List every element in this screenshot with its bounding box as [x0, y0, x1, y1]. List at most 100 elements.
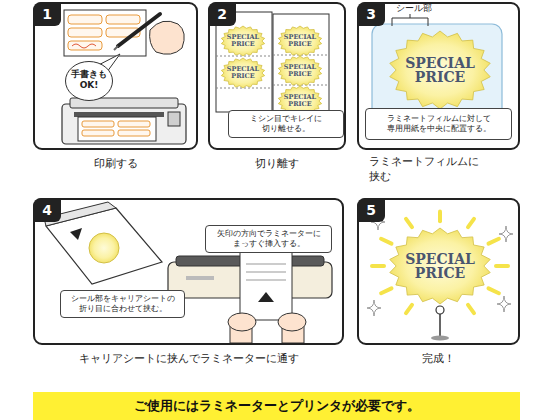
- note-box: 矢印の方向でラミネーターに まっすぐ挿入する。: [205, 225, 332, 253]
- speech-bubble: 手書きも OK!: [64, 58, 114, 102]
- step-panel: 完成！5SPECIAL PRICE: [357, 198, 520, 345]
- stand-base: [431, 336, 449, 341]
- note-text: ミシン目でキレイに 切り離せる。: [232, 114, 340, 135]
- sheet-label: [68, 41, 102, 50]
- step-number-text: 3: [366, 6, 376, 22]
- sheet-line: [246, 280, 286, 281]
- starburst-text: SPECIAL PRICE: [226, 66, 259, 79]
- leader-bracket: [392, 14, 428, 26]
- sheet-label: [68, 15, 102, 24]
- starburst-outline: [278, 26, 321, 56]
- printer-body: [62, 104, 186, 144]
- starburst-outline: [221, 58, 264, 88]
- part-label: シール部: [396, 3, 440, 14]
- price-starburst: SPECIAL PRICE: [388, 227, 492, 305]
- step-number: 4: [33, 198, 61, 222]
- price-starburst: SPECIAL PRICE: [277, 25, 323, 57]
- price-starburst: SPECIAL PRICE: [277, 55, 323, 87]
- glow-rays: [372, 212, 508, 314]
- starburst-text: SPECIAL PRICE: [283, 64, 316, 77]
- pen: [118, 14, 160, 46]
- hand: [150, 21, 185, 54]
- starburst-text: SPECIAL PRICE: [403, 56, 478, 85]
- notice-text: ご使用にはラミネーターとプリンタが必要です。: [134, 397, 420, 415]
- note-text: シール部をキャリアシートの 折り目に合わせて挟む。: [64, 294, 181, 315]
- glow-ray: [496, 264, 508, 268]
- sheet-label: [118, 121, 150, 127]
- sheet-label: [106, 15, 140, 24]
- sheet-line: [246, 264, 286, 265]
- sparkle: [499, 226, 513, 242]
- note-box: シール部をキャリアシートの 折り目に合わせて挟む。: [60, 290, 185, 318]
- step-panel: ラミネートフィルムに 挟む3SPECIAL PRICEラミネートフィルムに対して…: [357, 2, 520, 150]
- printed-sheet: [78, 117, 156, 141]
- sparkle: [367, 300, 381, 316]
- step-number: 3: [357, 2, 385, 26]
- glow-ray: [489, 288, 499, 293]
- starburst-text: SPECIAL PRICE: [226, 34, 259, 47]
- step-caption: ラミネートフィルムに 挟む: [369, 155, 489, 185]
- starburst-outline: [221, 26, 264, 56]
- laminate-film: [372, 24, 502, 120]
- sheet-label: [82, 121, 114, 127]
- step-panel: キャリアシートに挟んでラミネーターに通す4矢印の方向でラミネーターに まっすぐ挿…: [33, 198, 344, 345]
- step-caption: 印刷する: [35, 157, 196, 172]
- glow-ray: [468, 219, 474, 227]
- starburst-outline: [390, 228, 490, 304]
- step-panel: 切り離す2SPECIAL PRICESPECIAL PRICESPECIAL P…: [208, 2, 346, 150]
- printer-slot: [74, 112, 164, 117]
- price-starburst: SPECIAL PRICE: [220, 57, 266, 89]
- step-panel: 印刷する1手書きも OK!: [33, 2, 198, 150]
- hand: [228, 313, 256, 331]
- starburst-outline: [278, 56, 321, 86]
- glow-ray: [381, 239, 391, 244]
- printer-control: [168, 112, 180, 126]
- step-caption: 切り離す: [210, 157, 344, 172]
- glow-ray: [489, 239, 499, 244]
- note-box: ラミネートフィルムに対して 専用用紙を中央に配置する。: [365, 108, 512, 140]
- step-number-text: 1: [42, 6, 52, 22]
- price-starburst: SPECIAL PRICE: [220, 25, 266, 57]
- handwriting: [72, 44, 96, 48]
- starburst-outline: [390, 31, 490, 109]
- sheet-label: [82, 130, 114, 136]
- step-number: 1: [33, 2, 61, 26]
- direction-arrow: [258, 292, 274, 302]
- starburst-text: SPECIAL PRICE: [283, 94, 316, 107]
- glow-ray: [438, 212, 442, 222]
- sheet-label: [68, 28, 102, 37]
- glow-ray: [406, 219, 412, 227]
- sheet-label: [118, 130, 150, 136]
- mini-label: [89, 233, 119, 263]
- glow-ray: [406, 305, 412, 313]
- inserted-sheet: [240, 252, 292, 320]
- note-text: 矢印の方向でラミネーターに まっすぐ挿入する。: [209, 229, 328, 250]
- note-text: ラミネートフィルムに対して 専用用紙を中央に配置する。: [369, 114, 508, 135]
- starburst-text: SPECIAL PRICE: [283, 34, 316, 47]
- step-number-text: 4: [42, 202, 52, 218]
- sheet-line: [246, 272, 286, 273]
- step-number: 2: [208, 2, 236, 26]
- laminator-switch: [186, 276, 214, 280]
- stand-clip: [436, 306, 444, 314]
- step-caption: キャリアシートに挟んでラミネーターに通す: [35, 352, 342, 367]
- bubble-outline: [66, 62, 113, 101]
- label-strip: [216, 12, 272, 112]
- step-number-text: 2: [217, 6, 227, 22]
- note-box: ミシン目でキレイに 切り離せる。: [228, 110, 344, 138]
- notice-band: ご使用にはラミネーターとプリンタが必要です。: [33, 392, 520, 420]
- step-number-text: 5: [366, 202, 376, 218]
- starburst-text: SPECIAL PRICE: [403, 252, 478, 281]
- glow-ray: [468, 305, 474, 313]
- price-starburst: SPECIAL PRICE: [388, 30, 492, 110]
- stand-stem: [439, 314, 441, 336]
- hand: [278, 313, 306, 331]
- step-caption: 完成！: [359, 352, 518, 367]
- sparkle: [497, 296, 511, 312]
- glow-ray: [381, 288, 391, 293]
- bubble-text: 手書きも OK!: [68, 69, 110, 91]
- pen-tip: [114, 46, 118, 50]
- glow-ray: [372, 264, 384, 268]
- step-number: 5: [357, 198, 385, 222]
